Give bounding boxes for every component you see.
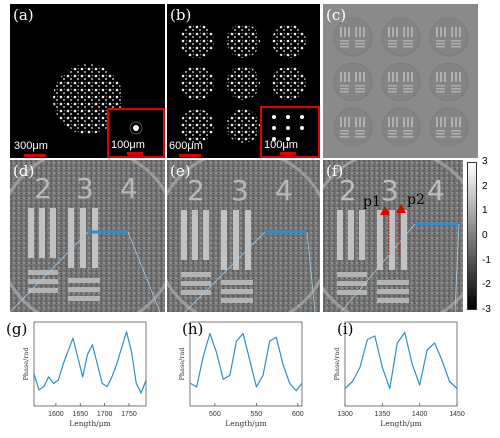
x-axis-label: Length/μm (380, 419, 421, 428)
y-axis-label: Phase/rad (178, 348, 186, 381)
panel-b-label: (b) (170, 6, 192, 24)
profile-line (344, 331, 458, 390)
inset-scale-text-b: 100μm (264, 139, 298, 151)
panel-d: 2 3 4 (d) (10, 160, 165, 312)
marker-label-p2: p2 (407, 192, 425, 208)
panel-a: (a) 300μm 100μm (10, 4, 165, 158)
panel-a-label: (a) (13, 6, 34, 24)
svg-text:4: 4 (427, 174, 445, 207)
phase-map-d: 2 3 4 (10, 160, 165, 312)
panel-e-label: (e) (170, 162, 191, 180)
focus-spot-array-b (272, 115, 304, 141)
colorbar-tick-label: -2 (482, 279, 491, 291)
x-tick-label: 600 (292, 411, 304, 418)
panel-label: (g) (6, 320, 27, 338)
x-tick-label: 1400 (412, 411, 428, 418)
panel-f-label: (f) (326, 162, 344, 180)
speckle-array-b (180, 24, 306, 143)
panel-e: 2 3 4 (e) (167, 160, 320, 312)
inset-a: 100μm (107, 108, 165, 158)
svg-text:3: 3 (381, 174, 399, 207)
x-tick-label: 1750 (121, 411, 137, 418)
x-tick-label: 500 (209, 411, 221, 418)
inset-scale-text-a: 100μm (111, 139, 145, 151)
scale-text-a: 300μm (14, 140, 48, 152)
usaf-target-array-c (333, 17, 469, 147)
colorbar-tick-label: -3 (482, 304, 491, 315)
profile-line (33, 331, 147, 394)
panel-c: (c) (323, 4, 478, 158)
colorbar-tick-label: 3 (482, 156, 488, 167)
arrow-marker-p1-icon (380, 206, 390, 215)
x-tick-label: 550 (251, 411, 263, 418)
panel-label: (i) (337, 320, 354, 338)
scale-bar-b (179, 154, 201, 157)
speckle-pattern-a (53, 64, 123, 134)
panel-d-label: (d) (13, 162, 35, 180)
colorbar-tick-label: 2 (482, 180, 488, 192)
svg-text:2: 2 (339, 174, 357, 207)
panel-b: (b) 600μm 100μm (167, 4, 320, 158)
x-tick-label: 1650 (72, 411, 88, 418)
svg-text:3: 3 (76, 172, 94, 205)
panel-f: 2 3 4 p1 p2 (f) (323, 160, 463, 312)
panel-label: (h) (182, 320, 203, 338)
x-tick-label: 1600 (48, 411, 64, 418)
plot-frame (344, 321, 458, 407)
scale-bar-a (24, 154, 46, 157)
focus-spot-a (129, 121, 143, 135)
profile-line (189, 332, 303, 392)
x-tick-label: 1450 (449, 411, 465, 418)
phase-map-e: 2 3 4 (167, 160, 320, 312)
svg-text:3: 3 (231, 174, 249, 207)
x-tick-label: 1350 (375, 411, 391, 418)
inset-b: 100μm (260, 106, 320, 158)
plot-frame (33, 321, 147, 407)
inset-scale-bar-b (280, 152, 296, 155)
panel-c-label: (c) (326, 6, 347, 24)
plot-frame (189, 321, 303, 407)
marker-label-p1: p1 (363, 194, 381, 210)
y-axis-label: Phase/rad (22, 348, 30, 381)
x-axis-label: Length/μm (69, 419, 110, 428)
phase-map-f: 2 3 4 (323, 160, 463, 312)
colorbar (467, 162, 477, 310)
svg-text:4: 4 (120, 172, 138, 205)
svg-text:2: 2 (34, 172, 52, 205)
svg-text:4: 4 (275, 174, 293, 207)
arrow-marker-p2-icon (396, 204, 406, 213)
scale-text-b: 600μm (169, 140, 203, 152)
x-tick-label: 1700 (97, 411, 113, 418)
x-axis-label: Length/μm (225, 419, 266, 428)
y-axis-label: Phase/rad (333, 348, 341, 381)
colorbar-tick-label: 1 (482, 205, 488, 217)
inset-scale-bar-a (127, 152, 143, 155)
svg-text:2: 2 (187, 174, 205, 207)
colorbar-tick-label: 0 (482, 230, 488, 241)
colorbar-tick-label: -1 (482, 254, 491, 266)
x-tick-label: 1300 (337, 411, 353, 418)
